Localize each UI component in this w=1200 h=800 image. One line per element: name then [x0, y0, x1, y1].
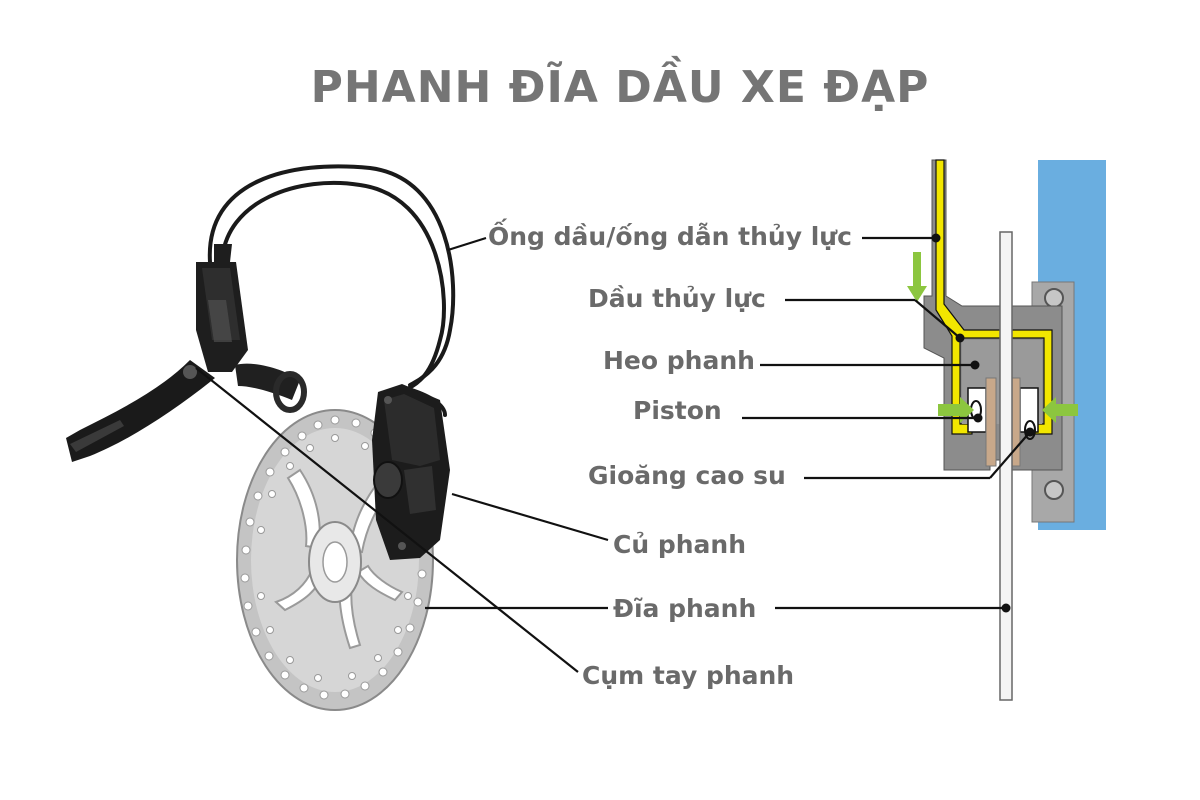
label-hydraulic-fluid: Dầu thủy lực: [588, 284, 766, 313]
brake-lever-illustration: [66, 244, 307, 462]
label-piston: Piston: [633, 396, 722, 425]
leader-lines: [195, 236, 1031, 673]
label-rubber-seal: Gioăng cao su: [588, 461, 786, 490]
leader-hydraulic-hose: [447, 236, 487, 252]
leader-rubber-seal-2: [989, 431, 1031, 479]
leader-caliper: [451, 492, 609, 542]
leader-lever: [195, 367, 579, 673]
label-caliper-body: Heo phanh: [603, 346, 755, 375]
cross-section-schematic: [907, 159, 1106, 701]
label-rotor: Đĩa phanh: [613, 594, 757, 623]
label-lever: Cụm tay phanh: [582, 661, 795, 690]
diagram-title: PHANH ĐĨA DẦU XE ĐẠP: [310, 62, 930, 113]
caliper-illustration: [372, 384, 450, 560]
leader-dots: [931, 233, 1035, 613]
label-caliper: Củ phanh: [613, 530, 747, 559]
leader-hydraulic-fluid-2: [914, 299, 961, 339]
label-hydraulic-hose: Ống dầu/ống dẫn thủy lực: [488, 222, 852, 251]
